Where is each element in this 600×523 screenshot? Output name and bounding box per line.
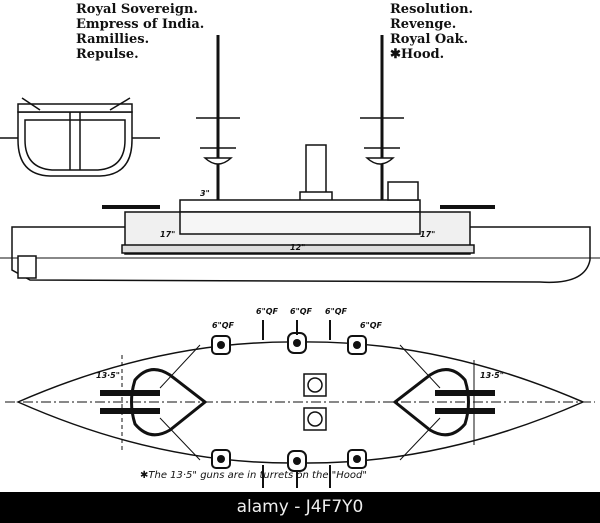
side-view: 3" 17" 17" 12" [0,35,600,284]
qf-gun-label: 6"QF [212,321,235,330]
armor-label: 17" [160,230,175,239]
ship-name: ✱Hood. [390,47,445,62]
qf-gun-label: 6"QF [290,307,313,316]
ship-name: Royal Oak. [390,32,469,47]
watermark-bar: alamy - J4F7Y0 [0,492,600,523]
main-gun-label: 13·5" [480,371,504,380]
ship-name: Revenge. [390,17,457,32]
footnote: ✱The 13·5" guns are in turrets on the "H… [140,470,367,481]
belt-label: 12" [290,243,305,252]
armor-label: 17" [420,230,435,239]
ship-name: Resolution. [390,2,474,17]
ship-name: Repulse. [76,47,139,62]
ship-drawing: 3" 17" 17" 12" 6"QF 6"QF 6"QF 6"QF 6"QF … [0,35,600,488]
main-gun-label: 13·5" [96,371,120,380]
ship-name: Empress of India. [76,17,205,32]
secondary-gun-label: 3" [200,189,210,198]
plan-view: 6"QF 6"QF 6"QF 6"QF 6"QF 13·5" 13·5" [5,307,595,488]
ship-names-left: Royal Sovereign. Empress of India. Ramil… [76,2,204,62]
qf-gun-label: 6"QF [325,307,348,316]
ship-name: Ramillies. [76,32,150,47]
cross-section [0,97,160,177]
ship-names-right: Resolution. Revenge. Royal Oak. ✱Hood. [390,2,473,62]
qf-gun-label: 6"QF [256,307,279,316]
ship-name: Royal Sovereign. [76,2,198,17]
qf-gun-label: 6"QF [360,321,383,330]
